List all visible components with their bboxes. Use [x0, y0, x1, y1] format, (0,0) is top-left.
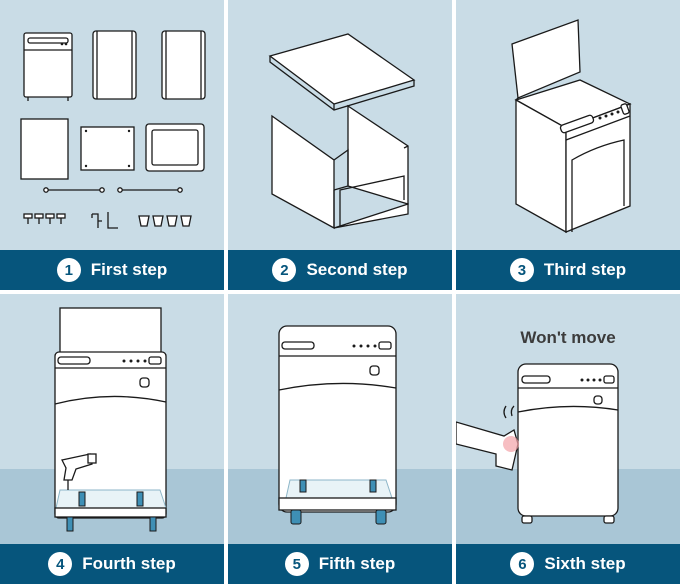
disassembled-parts-illustration: [20, 30, 206, 229]
feet-attachment-illustration: [228, 325, 452, 584]
step-1-label: First step: [90, 260, 168, 279]
step-5-panel: 5 Fifth step: [228, 294, 452, 584]
step-4-caption-bar: 4 Fourth step: [0, 544, 224, 584]
step-1-number: 1: [56, 258, 81, 282]
step-3-number: 3: [509, 258, 534, 282]
step-1-panel: 1 First step: [0, 0, 224, 290]
frame-assembly-illustration: [268, 33, 416, 230]
step-2-panel: 2 Second step: [228, 0, 452, 290]
step-1-caption-bar: 1 First step: [0, 250, 224, 290]
step-2-number: 2: [272, 258, 297, 282]
step-3-caption-bar: 3 Third step: [456, 250, 680, 290]
step-2-label: Second step: [306, 260, 408, 279]
step-6-label: Sixth step: [544, 554, 626, 573]
step-5-label: Fifth step: [318, 554, 396, 573]
step-5-number: 5: [284, 552, 309, 576]
step-6-number: 6: [510, 552, 535, 576]
step-4-number: 4: [48, 552, 73, 576]
step-5-caption-bar: 5 Fifth step: [228, 544, 452, 584]
step-6-panel: Won't move 6 Sixth step: [456, 294, 680, 584]
unit-placement-illustration: [511, 19, 632, 234]
base-fastening-illustration: [0, 307, 224, 584]
stability-check-illustration: [456, 363, 680, 584]
wont-move-annotation: Won't move: [520, 328, 616, 347]
step-3-panel: 3 Third step: [456, 0, 680, 290]
step-2-caption-bar: 2 Second step: [228, 250, 452, 290]
step-4-panel: 4 Fourth step: [0, 294, 224, 584]
step-6-caption-bar: 6 Sixth step: [456, 544, 680, 584]
step-3-label: Third step: [543, 260, 627, 279]
step-4-label: Fourth step: [82, 554, 176, 573]
